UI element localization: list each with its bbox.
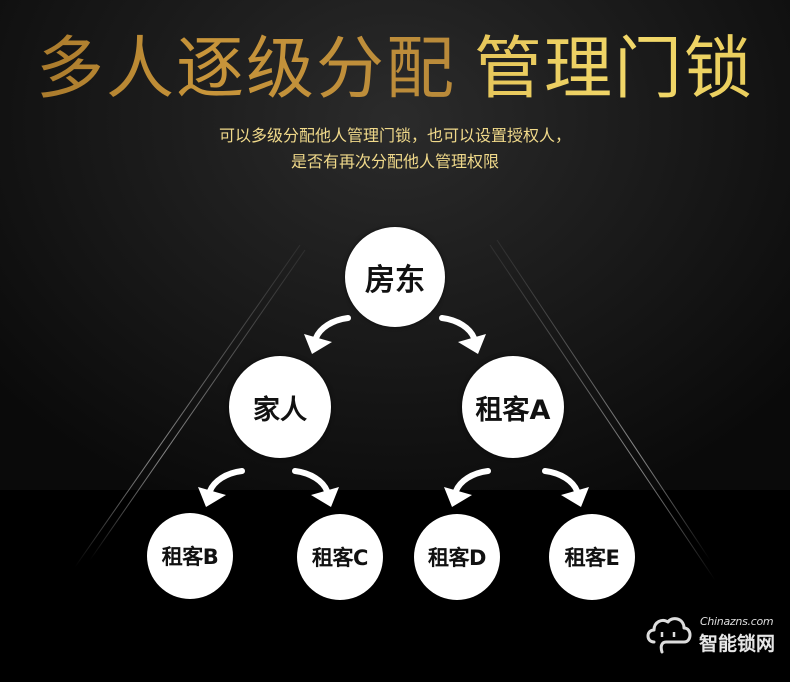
arrow-curved-down-left-icon (444, 468, 491, 507)
watermark-site-en: Chinazns.com (700, 615, 774, 628)
subtitle-line1: 可以多级分配他人管理门锁，也可以设置授权人， (218, 126, 571, 145)
page-title: 多人逐级分配管理门锁 (0, 28, 790, 112)
node-label: 租客D (428, 546, 486, 570)
subtitle: 可以多级分配他人管理门锁，也可以设置授权人， 是否有再次分配他人管理权限 (0, 123, 790, 175)
arrow-curved-down-left-icon (304, 315, 351, 354)
arrow-curved-down-left-icon (198, 468, 245, 507)
title-part2: 管理门锁 (474, 30, 755, 109)
node-tenant-d: 租客D (414, 514, 500, 600)
pyramid-right-edge (489, 239, 716, 581)
node-landlord: 房东 (345, 227, 445, 327)
node-label: 租客E (564, 546, 620, 570)
node-label: 租客A (475, 394, 551, 426)
arrow-curved-down-right-icon (542, 468, 589, 507)
node-label: 租客C (312, 546, 368, 570)
watermark-site-cn: 智能锁网 (699, 633, 776, 655)
node-label: 房东 (365, 263, 425, 298)
arrow-curved-down-right-icon (292, 468, 339, 507)
subtitle-line2: 是否有再次分配他人管理权限 (290, 152, 499, 171)
watermark-logo: Chinazns.com 智能锁网 (640, 612, 780, 662)
node-tenant-a: 租客A (462, 356, 564, 458)
node-tenant-b: 租客B (147, 513, 233, 599)
node-tenant-c: 租客C (297, 514, 383, 600)
pyramid-baseline (100, 625, 690, 635)
background-bottom-band (0, 490, 790, 682)
node-family: 家人 (229, 356, 331, 458)
cloud-face-icon (646, 617, 692, 654)
node-label: 租客B (161, 545, 219, 569)
node-label: 家人 (253, 394, 307, 426)
node-tenant-e: 租客E (549, 514, 635, 600)
arrow-curved-down-right-icon (439, 315, 486, 354)
pyramid-left-edge (74, 244, 306, 568)
title-part1: 多人逐级分配 (35, 30, 456, 109)
